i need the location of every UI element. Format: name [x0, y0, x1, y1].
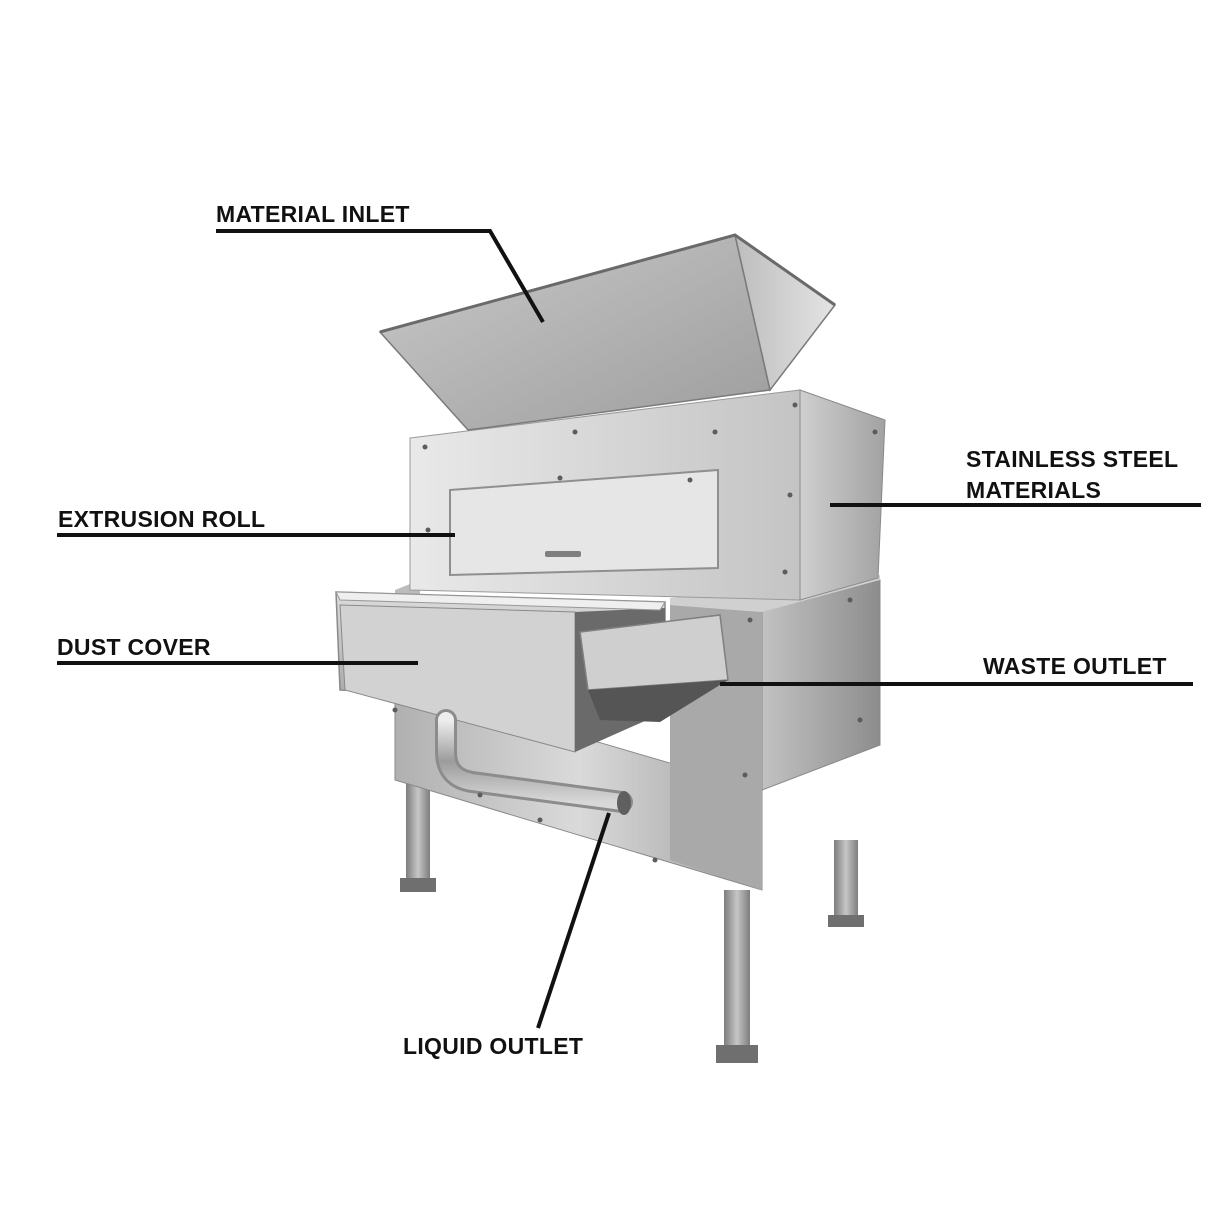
- label-stainless-steel: STAINLESS STEEL MATERIALS: [966, 444, 1178, 506]
- leader-material-inlet: [216, 229, 545, 324]
- rivets: [392, 402, 878, 863]
- label-extrusion-roll: EXTRUSION ROLL: [58, 504, 265, 535]
- material-inlet-text: MATERIAL INLET: [216, 201, 410, 227]
- extrusion-roll-text: EXTRUSION ROLL: [58, 506, 266, 532]
- label-liquid-outlet: LIQUID OUTLET: [403, 1031, 583, 1062]
- waste-outlet-text: WASTE OUTLET: [983, 653, 1167, 679]
- upper-housing: [409, 389, 886, 601]
- liquid-outlet-pipe: [435, 709, 633, 815]
- waste-outlet-chute: [579, 614, 729, 722]
- label-material-inlet: MATERIAL INLET: [216, 199, 410, 230]
- stainless-steel-text-line1: STAINLESS STEEL: [966, 446, 1179, 472]
- stainless-steel-text-line2: MATERIALS: [966, 477, 1102, 503]
- leader-liquid-outlet: [536, 812, 611, 1029]
- leader-lines: [57, 229, 1201, 1029]
- label-waste-outlet: WASTE OUTLET: [983, 651, 1167, 682]
- liquid-outlet-text: LIQUID OUTLET: [403, 1033, 584, 1059]
- hopper: [378, 233, 837, 431]
- dust-cover-text: DUST COVER: [57, 634, 211, 660]
- label-dust-cover: DUST COVER: [57, 632, 211, 663]
- machine-legs: [400, 780, 864, 1063]
